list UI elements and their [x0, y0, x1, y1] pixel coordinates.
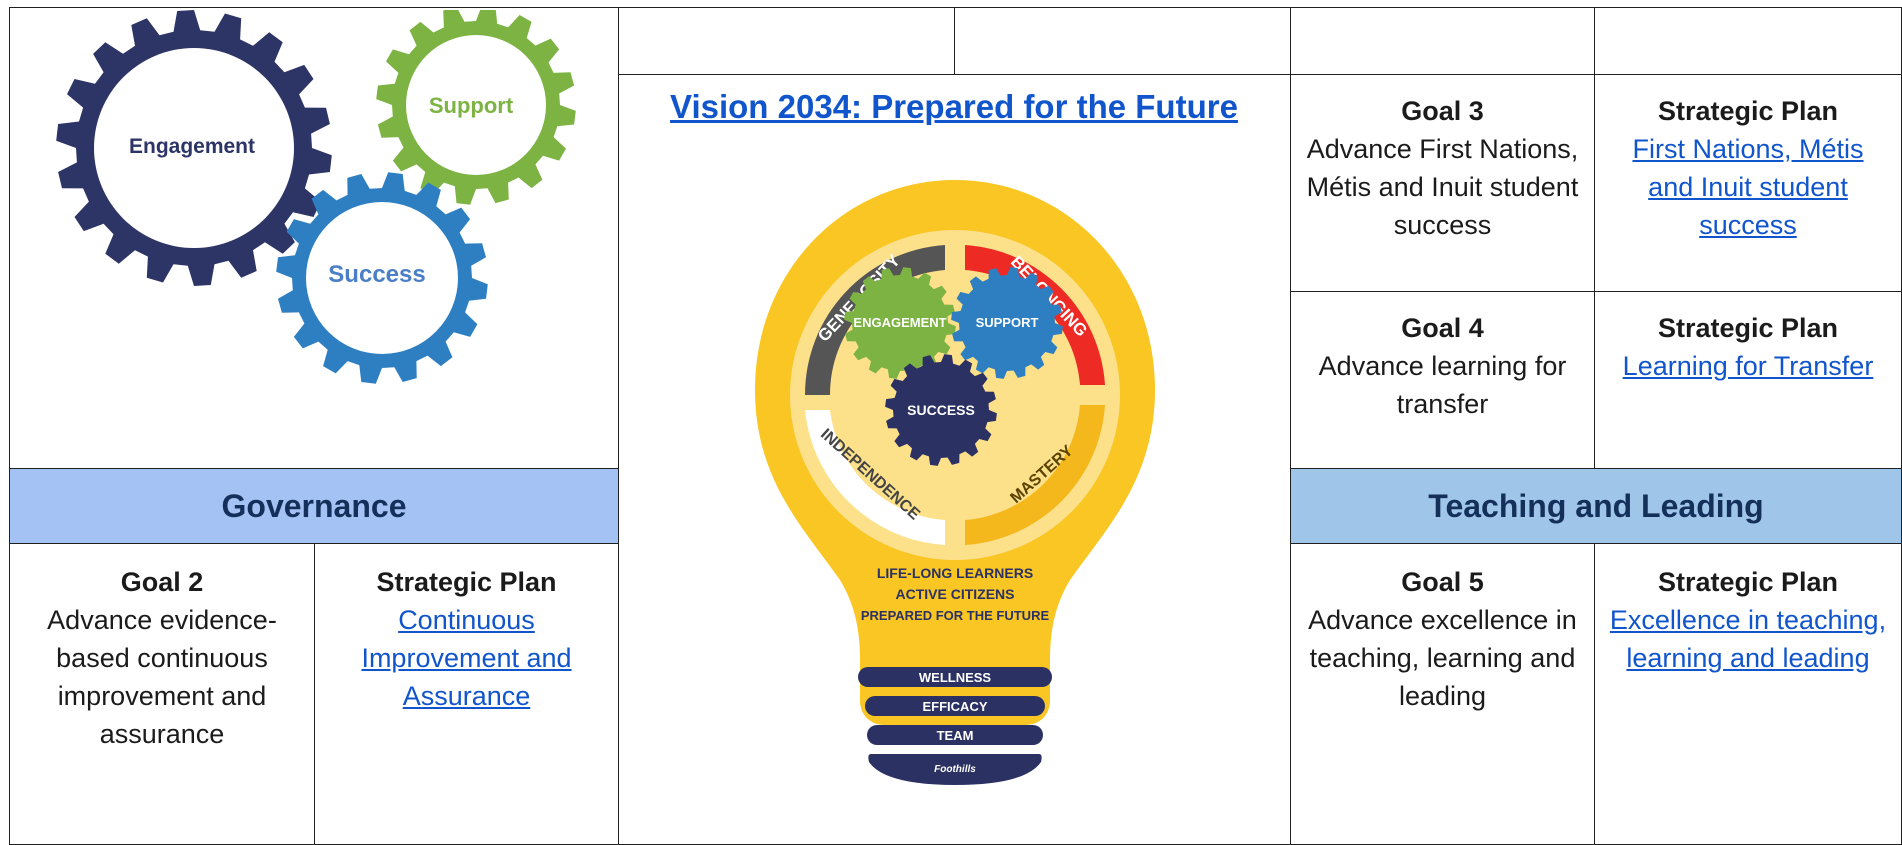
plan2-heading: Strategic Plan [376, 567, 557, 597]
goal2-cell [9, 543, 315, 845]
teaching-header: Teaching and Leading [1290, 468, 1902, 544]
plan4-content: Strategic Plan Learning for Transfer [1594, 309, 1902, 385]
bulb-engagement-gear-icon [844, 267, 956, 379]
gears-image: Engagement Support Success [56, 10, 576, 384]
goal4-cell [1290, 291, 1595, 469]
plan3-heading: Strategic Plan [1657, 96, 1839, 126]
bulb-line-2: ACTIVE CITIZENS [895, 586, 1014, 602]
efficacy-band [865, 696, 1045, 716]
plan5-link[interactable]: Excellence in teaching, learning and lea… [1609, 605, 1887, 673]
engagement-gear-icon [56, 10, 332, 286]
band-label-wellness: WELLNESS [919, 670, 992, 685]
generosity-arc [804, 245, 945, 395]
goal2-text: Advance evidence-based continuous improv… [47, 605, 277, 749]
goal3-content: Goal 3 Advance First Nations, Métis and … [1290, 92, 1595, 244]
support-gear-label: Support [429, 93, 514, 118]
team-band [867, 725, 1043, 745]
teaching-title: Teaching and Leading [1428, 487, 1764, 524]
vision-lightbulb-image: GENEROSITY BELONGING INDEPENDENCE MASTER… [755, 180, 1155, 785]
plan4-link[interactable]: Learning for Transfer [1622, 351, 1874, 381]
empty-cell-top-c [1290, 7, 1595, 75]
vision-title-link[interactable]: Vision 2034: Prepared for the Future [670, 88, 1238, 125]
goal4-heading: Goal 4 [1401, 313, 1484, 343]
bulb-gear-label-engagement: ENGAGEMENT [853, 315, 946, 330]
plan2-content: Strategic Plan Continuous Improvement an… [314, 563, 619, 715]
plan4-heading: Strategic Plan [1657, 313, 1839, 343]
engagement-gear-label: Engagement [129, 135, 255, 158]
empty-cell-top-a [618, 7, 955, 75]
band-label-efficacy: EFFICACY [923, 699, 988, 714]
goal5-heading: Goal 5 [1401, 567, 1484, 597]
logo-band [868, 754, 1042, 785]
plan2-link[interactable]: Continuous Improvement and Assurance [361, 605, 572, 711]
plan5-content: Strategic Plan Excellence in teaching, l… [1594, 563, 1902, 677]
support-gear-icon [376, 10, 576, 205]
bulb-gear-label-success: SUCCESS [907, 402, 975, 418]
goal3-cell [1290, 74, 1595, 292]
plan2-cell [314, 543, 619, 845]
goal2-content: Goal 2 Advance evidence-based continuous… [9, 563, 315, 753]
plan5-heading: Strategic Plan [1657, 567, 1839, 597]
plan3-cell [1594, 74, 1902, 292]
plan3-content: Strategic Plan First Nations, Métis and … [1594, 92, 1902, 244]
empty-cell-top-d [1594, 7, 1902, 75]
belonging-arc [965, 245, 1105, 385]
bulb-success-gear-icon [885, 354, 997, 466]
governance-header: Governance [9, 468, 619, 544]
goal4-text: Advance learning for transfer [1318, 351, 1567, 419]
independence-arc [805, 410, 945, 545]
plan4-cell [1594, 291, 1902, 469]
governance-title: Governance [221, 487, 407, 524]
foothills-logo: Foothills [934, 764, 976, 775]
bulb-support-gear-icon [951, 267, 1063, 379]
bulb-line-3: PREPARED FOR THE FUTURE [861, 608, 1050, 623]
bulb-line-1: LIFE-LONG LEARNERS [877, 565, 1033, 581]
plan3-link[interactable]: First Nations, Métis and Inuit student s… [1632, 134, 1864, 240]
bulb-gear-label-support: SUPPORT [976, 315, 1039, 330]
success-gear-icon [276, 172, 488, 384]
mastery-arc [965, 405, 1105, 545]
success-gear-label: Success [328, 261, 425, 288]
goal5-text: Advance excellence in teaching, learning… [1308, 605, 1577, 711]
wellness-band [858, 667, 1052, 687]
goal4-content: Goal 4 Advance learning for transfer [1290, 309, 1595, 423]
goal3-text: Advance First Nations, Métis and Inuit s… [1306, 134, 1579, 240]
goal2-heading: Goal 2 [120, 567, 204, 597]
goal5-content: Goal 5 Advance excellence in teaching, l… [1290, 563, 1595, 715]
goal3-heading: Goal 3 [1401, 96, 1484, 126]
band-label-team: TEAM [937, 728, 974, 743]
empty-cell-top-b [954, 7, 1291, 75]
